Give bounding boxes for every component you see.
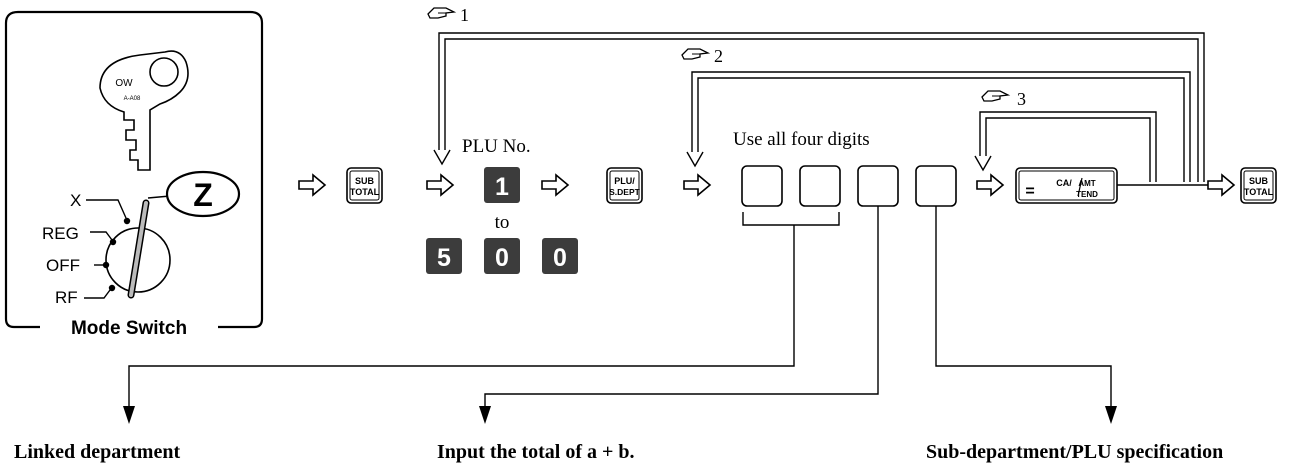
- digits-ab-bracket: [742, 212, 840, 226]
- digit-key-0[interactable]: 0: [542, 238, 578, 274]
- subtotal-key-final[interactable]: SUB TOTAL: [1240, 167, 1277, 204]
- loop-2-ref: 2: [714, 46, 723, 66]
- loop-1: 1: [427, 5, 1205, 182]
- total-ab-label: Input the total of a + b.: [437, 441, 635, 463]
- svg-text:SUB: SUB: [355, 176, 375, 186]
- position-rf: RF: [55, 288, 78, 307]
- svg-text:CA/: CA/: [1056, 178, 1072, 188]
- svg-text:PLU/: PLU/: [614, 176, 635, 186]
- subtotal-key[interactable]: SUB TOTAL: [346, 167, 383, 204]
- key-icon: OW A-A08: [99, 50, 189, 171]
- arrow-icon: [976, 174, 1004, 196]
- position-z: Z: [193, 177, 213, 213]
- mode-switch-panel: Mode Switch OW A-A08 X REG OFF RF Z: [4, 10, 264, 339]
- svg-text:S.DEPT: S.DEPT: [609, 187, 641, 197]
- position-off: OFF: [46, 256, 80, 275]
- svg-text:AMT: AMT: [1078, 179, 1095, 188]
- mode-switch-title: Mode Switch: [71, 318, 187, 339]
- position-reg: REG: [42, 224, 79, 243]
- to-label: to: [495, 212, 510, 233]
- digit-key-1[interactable]: 1: [484, 167, 520, 203]
- loop-1-ref: 1: [460, 5, 469, 25]
- arrow-icon: [1207, 174, 1235, 196]
- pointing-hand-icon: [981, 90, 1009, 102]
- leader-total: [479, 206, 879, 424]
- loop-2: 2: [681, 46, 1191, 182]
- svg-text:TOTAL: TOTAL: [350, 187, 380, 197]
- key-label: OW: [115, 78, 133, 89]
- digit-box[interactable]: [915, 165, 957, 207]
- svg-text:1: 1: [495, 173, 509, 201]
- svg-text:5: 5: [437, 244, 451, 272]
- svg-text:TEND: TEND: [1076, 190, 1098, 199]
- key-code: A-A08: [124, 96, 141, 102]
- z-position-badge: [165, 170, 241, 218]
- pointing-hand-icon: [427, 7, 455, 19]
- svg-text:0: 0: [553, 244, 567, 272]
- leader-linked-department: [123, 225, 795, 424]
- svg-text:=: =: [1025, 183, 1034, 200]
- digit-box[interactable]: [799, 165, 841, 207]
- svg-text:0: 0: [495, 244, 509, 272]
- digit-box[interactable]: [741, 165, 783, 207]
- svg-text:SUB: SUB: [1249, 176, 1269, 186]
- digit-key-0[interactable]: 0: [484, 238, 520, 274]
- svg-text:TOTAL: TOTAL: [1244, 187, 1274, 197]
- arrow-icon: [298, 174, 326, 196]
- leader-subdept: [935, 206, 1117, 424]
- arrow-icon: [541, 174, 569, 196]
- loop-3-ref: 3: [1017, 89, 1026, 109]
- subdept-plu-label: Sub-department/PLU specification: [926, 441, 1223, 463]
- digit-key-5[interactable]: 5: [426, 238, 462, 274]
- loop-3: 3: [974, 89, 1157, 182]
- plu-sdept-key[interactable]: PLU/ S.DEPT: [606, 167, 643, 204]
- arrow-icon: [426, 174, 454, 196]
- digits-label: Use all four digits: [733, 129, 870, 150]
- linked-department-label: Linked department: [14, 441, 180, 463]
- pointing-hand-icon: [681, 48, 709, 60]
- ca-amt-tend-key[interactable]: = CA/ AMT TEND: [1015, 167, 1118, 204]
- plu-number-label: PLU No.: [462, 136, 531, 157]
- digit-box[interactable]: [857, 165, 899, 207]
- arrow-icon: [683, 174, 711, 196]
- position-x: X: [70, 191, 81, 210]
